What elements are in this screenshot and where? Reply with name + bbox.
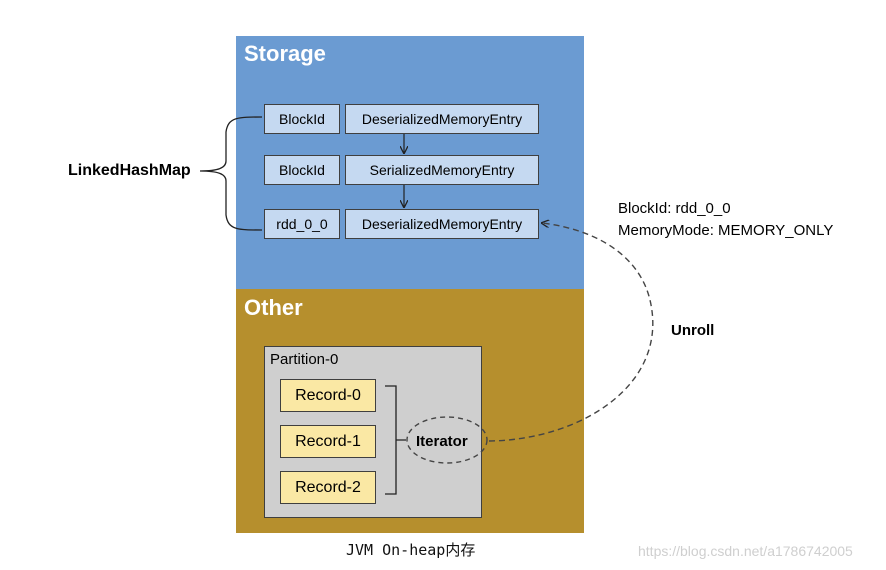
storage-title: Storage: [244, 41, 326, 66]
jvm-heap-caption: JVM On-heap内存: [346, 541, 476, 559]
partition-label: Partition-0: [270, 351, 339, 368]
row-1-entry-cell: SerializedMemoryEntry: [345, 155, 539, 185]
record-1: Record-1: [280, 425, 376, 458]
row-2-entry-cell: DeserializedMemoryEntry: [345, 209, 539, 239]
linked-hash-map-brace: [199, 116, 263, 231]
record-0: Record-0: [280, 379, 376, 412]
memory-mode-info: MemoryMode: MEMORY_ONLY: [618, 222, 834, 239]
other-title: Other: [244, 295, 303, 320]
records-bracket: [385, 385, 406, 495]
unroll-arrow: [488, 223, 654, 442]
watermark: https://blog.csdn.net/a1786742005: [638, 543, 853, 559]
row-1-key-cell: BlockId: [264, 155, 340, 185]
linked-hash-map-label: LinkedHashMap: [68, 162, 191, 179]
iterator-ellipse: [406, 416, 488, 464]
iterator-label: Iterator: [416, 433, 468, 450]
row-0-entry-cell: DeserializedMemoryEntry: [345, 104, 539, 134]
record-2: Record-2: [280, 471, 376, 504]
row-2-key-cell: rdd_0_0: [264, 209, 340, 239]
unroll-label: Unroll: [671, 322, 715, 339]
block-id-info: BlockId: rdd_0_0: [618, 200, 731, 217]
row-0-key-cell: BlockId: [264, 104, 340, 134]
